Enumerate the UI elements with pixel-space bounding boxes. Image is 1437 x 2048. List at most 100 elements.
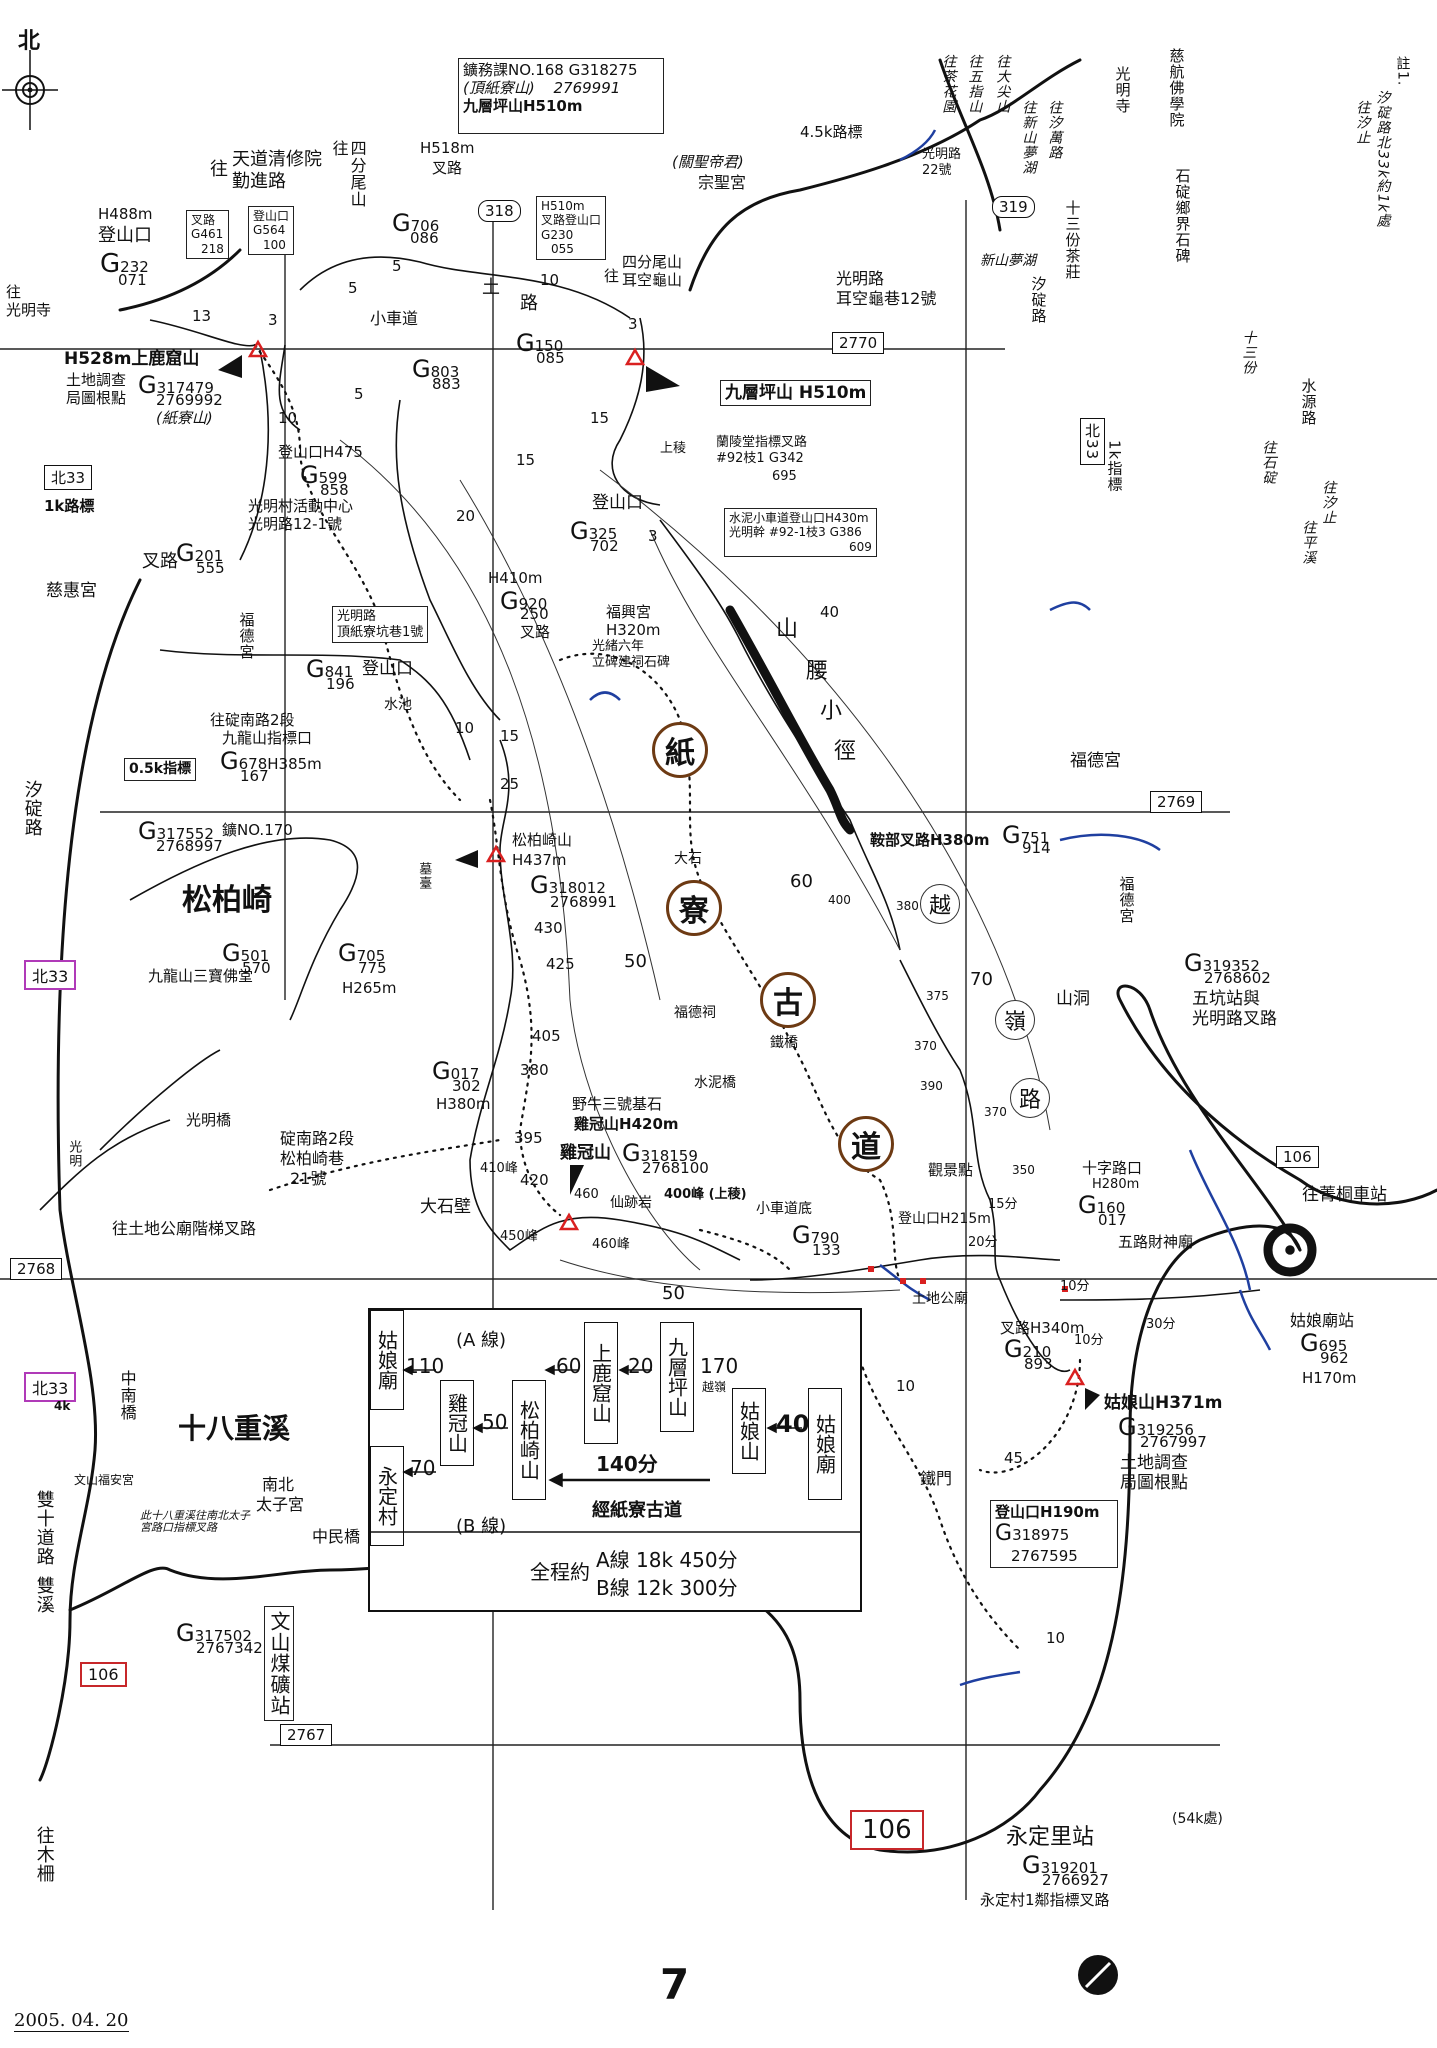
peak-shanglu-l2: 土地調查 [66,371,127,389]
label-gm22: 光明路 [922,147,962,162]
label-g319352b: 2768602 [1204,969,1271,987]
label-lu: 路 [520,293,538,314]
dist-70: 70 [970,969,993,990]
road-b33-tag-a: 北33 [24,960,77,990]
label-b33-1k: 1k指標 [1105,440,1124,493]
label-nanbei2: 太子宮 [256,1495,305,1514]
legend-n170: 170 [700,1354,739,1378]
label-saddle-fork: 鞍部叉路H380m [870,831,990,849]
label-sifen-b: 四分尾山 [622,253,683,271]
legend-n70: 70 [410,1456,436,1480]
circle-lu: 路 [1010,1078,1050,1118]
label-g751b: 914 [1022,839,1051,857]
peak-guniang: 姑娘山H371m [1104,1393,1223,1413]
label-guangming-v: 光明 [66,1140,82,1168]
label-dinanlu3: 21號 [290,1169,327,1188]
label-p460b: 460 [574,1187,599,1202]
label-trailhead-841: 登山口 [362,659,413,679]
label-handwritten-4: 往新山夢湖 [1020,100,1037,175]
label-g920: G920 [500,587,548,615]
flag-icons [218,355,1100,1410]
label-erkong-mtn: 耳空龜山 [622,271,683,289]
label-handwritten-7: 十三份 [1240,330,1257,375]
label-g317502b: 2767342 [196,1639,263,1657]
label-shuangshi-road: 雙十道路 [33,1490,55,1566]
label-trailhead-215: 登山口H215m [898,1211,991,1227]
peak-jiguan-g2: 2768100 [642,1159,709,1177]
peak-jiguan-g: G318159 [622,1139,698,1167]
label-tomb: 墓臺 [416,862,432,890]
peak-guniang-l2: 局圖根點 [1120,1473,1188,1493]
label-g803b: 883 [432,375,461,393]
label-xiding-road-2: 汐碇路 [1029,276,1048,324]
label-g201b: 555 [196,559,225,577]
legend-n140: 140分 [596,1452,658,1476]
dist-430: 430 [534,919,563,937]
label-g150b: 085 [536,349,565,367]
legend-n40: 40 [776,1410,810,1438]
label-g678: G678H385m [220,747,322,775]
legend-total-b: B線 12k 300分 [596,1576,738,1600]
dist-45: 45 [1004,1449,1024,1467]
label-shanyao-1: 山 [776,617,799,642]
label-gm22b: 22號 [922,163,952,178]
dist-370b: 370 [984,1105,1007,1119]
label-g319201b: 2766927 [1042,1871,1109,1889]
label-g841b: 196 [326,675,355,693]
dist-50b: 50 [662,1283,685,1304]
label-g319201: G319201 [1022,1851,1098,1879]
dist-10d: 10 [896,1377,916,1395]
label-54k: (54k處) [1172,1811,1223,1827]
label-g706b: 086 [410,229,439,247]
roads [38,58,1437,1854]
label-tudigong-stair: 往土地公廟階梯叉路 [112,1219,257,1238]
label-g790: G790 [792,1221,840,1249]
label-big-rock: 大石壁 [420,1197,471,1217]
label-shuiyuan-road: 水源路 [1299,378,1318,426]
label-mine170: 鑛NO.170 [222,821,293,839]
label-erkong-lane: 耳空龜巷12號 [836,289,937,308]
legend-line-a: (A 線) [456,1330,507,1351]
label-h265: H265m [342,979,397,997]
label-g678b: 167 [240,767,269,785]
road-b33-tag-b: 北33 [24,1372,77,1402]
peak-shanglu-l3: 局圖根點 [66,389,127,407]
temple-icons [1263,1223,1317,1277]
label-wenshan-temple: 文山福安宮 [74,1473,135,1487]
label-handwritten-1: 往茶花園 [940,54,957,114]
label-h170: H170m [1302,1369,1357,1387]
label-iron-gate: 鐵門 [920,1469,953,1488]
label-g501: G501 [222,939,270,967]
label-crossroad: 十字路口 [1082,1159,1143,1177]
label-nanbei: 南北 [262,1475,295,1494]
label-g317502: G317502 [176,1619,252,1647]
peak-guniang-l1: 土地調查 [1120,1453,1188,1473]
compass-icon [2,50,58,130]
label-dashi-char: 大石 [674,851,702,867]
label-g920b: 250 [520,605,549,623]
label-h488: H488m [98,205,153,223]
label-dinan: 往碇南路2段 [210,711,295,729]
label-g705b: 775 [358,959,387,977]
peak-guniang-g: G319256 [1118,1413,1194,1441]
label-wucai: 五路財神廟 [1118,1233,1194,1251]
label-crossroad2: H280m [1092,1177,1140,1192]
label-fuxing2: H320m [606,621,661,639]
label-1k-marker: 1k路標 [44,497,95,515]
label-lanling2: #92枝1 G342 [716,451,804,466]
circle-ling: 嶺 [995,1000,1035,1040]
peak-songbai-g: G318012 [530,871,606,899]
label-fork201: 叉路 [142,551,178,572]
label-cement-bridge: 水泥橋 [694,1075,736,1091]
label-cave: 山洞 [1056,989,1090,1009]
page-number: 7 [660,1960,690,2009]
dist-10min-2: 10分 [1074,1333,1104,1348]
label-p410: 410峰 [480,1161,518,1176]
trail-paths [39,256,1261,1373]
peak-songbai-g2: 2768991 [550,893,617,911]
grid-tag-2768: 2768 [10,1258,63,1280]
peak-shanglu: H528m上鹿窟山 [64,349,200,369]
label-tiandao-to: 往 [210,159,228,180]
label-shibachongxi: 十八重溪 [178,1412,291,1445]
dist-5a: 5 [348,279,358,297]
